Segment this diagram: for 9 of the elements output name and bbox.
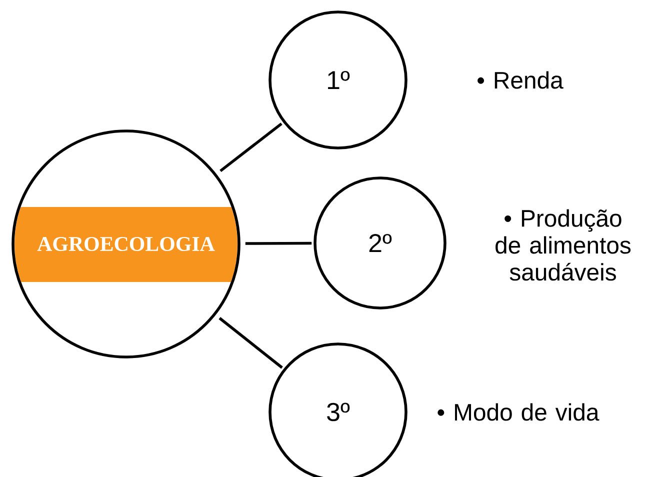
circle-node: AGROECOLOGIA [12,130,240,358]
bullet-text: • Renda [478,71,564,89]
connector-line [218,317,283,369]
circle-node: 1º [268,10,408,150]
bullet-text: • Produção de alimentos saudáveis [496,209,631,281]
connector-line [245,242,312,245]
bullet-text: • Modo de vida [438,403,600,421]
circle-node: 2º [314,176,446,310]
connector-line [220,122,282,172]
